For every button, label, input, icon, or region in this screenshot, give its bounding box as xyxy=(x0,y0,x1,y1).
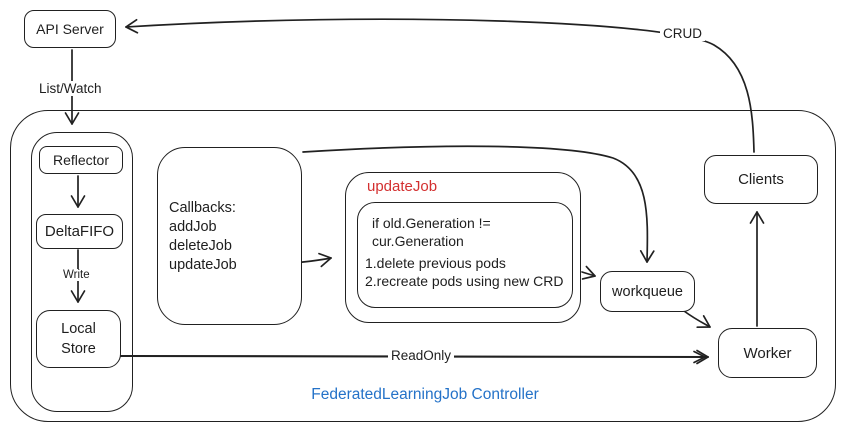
edge-crud-clients-to-apiserver xyxy=(125,18,755,153)
edge-readonly-extra-chevron xyxy=(693,350,706,364)
api-server-label: API Server xyxy=(36,21,104,37)
edge-label-list-watch: List/Watch xyxy=(36,81,105,96)
worker-label: Worker xyxy=(743,344,792,362)
workqueue-label: workqueue xyxy=(612,283,683,300)
edge-updatejob-to-workqueue xyxy=(581,265,596,280)
controller-container-box xyxy=(10,110,836,422)
node-clients: Clients xyxy=(704,155,818,204)
edge-label-crud: CRUD xyxy=(660,26,705,41)
updatejob-logic-line2: cur.Generation xyxy=(372,233,464,249)
node-deltafifo: DeltaFIFO xyxy=(36,214,123,249)
callbacks-line-addjob: addJob xyxy=(169,219,217,235)
edge-label-write: Write xyxy=(60,269,93,281)
callbacks-line-deletejob: deleteJob xyxy=(169,238,232,254)
updatejob-logic-line3: 1.delete previous pods xyxy=(365,255,506,271)
clients-label: Clients xyxy=(738,171,784,188)
reflector-label: Reflector xyxy=(52,152,110,168)
callbacks-line-updatejob: updateJob xyxy=(169,257,237,273)
edge-label-readonly: ReadOnly xyxy=(388,348,455,363)
node-reflector: Reflector xyxy=(39,146,123,174)
edge-workqueue-to-worker xyxy=(683,310,711,329)
edge-callbacks-to-workqueue xyxy=(302,145,655,263)
updatejob-title: updateJob xyxy=(365,178,440,195)
local-store-label-line1: Local xyxy=(61,321,96,337)
node-updatejob-inner: if old.Generation != cur.Generation 1.de… xyxy=(357,202,573,308)
updatejob-logic-line4: 2.recreate pods using new CRD xyxy=(365,273,564,289)
node-worker: Worker xyxy=(718,328,817,378)
node-api-server: API Server xyxy=(24,10,116,48)
node-callbacks: Callbacks: addJob deleteJob updateJob xyxy=(157,147,302,325)
node-workqueue: workqueue xyxy=(600,271,695,312)
callbacks-text-block: Callbacks: addJob deleteJob updateJob xyxy=(158,148,301,275)
updatejob-logic-line1: if old.Generation != xyxy=(372,215,491,231)
node-local-store: Local Store xyxy=(36,310,121,368)
deltafifo-label: DeltaFIFO xyxy=(44,223,115,240)
informer-group-box xyxy=(31,132,133,412)
callbacks-line-title: Callbacks: xyxy=(169,200,236,216)
local-store-label-line2: Store xyxy=(61,341,96,357)
controller-container-title: FederatedLearningJob Controller xyxy=(311,386,539,403)
